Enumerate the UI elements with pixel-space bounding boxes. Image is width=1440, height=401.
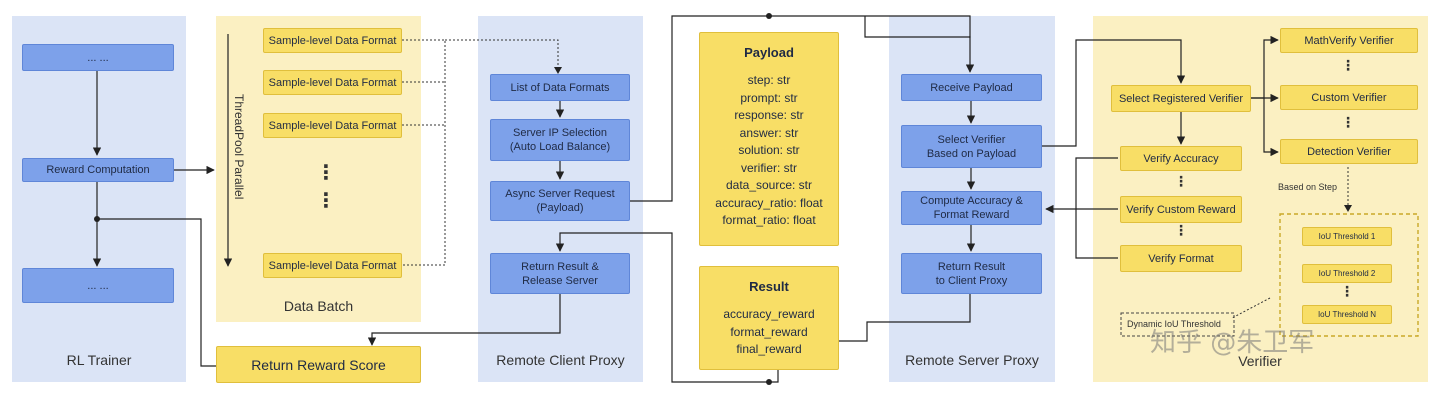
- return-reward-score: Return Reward Score: [216, 346, 421, 383]
- rl-trainer-top-node: ... ...: [22, 44, 174, 71]
- registered-ellipsis-1: ⋮: [1341, 57, 1355, 73]
- client-step-server-ip: Server IP Selection (Auto Load Balance): [490, 119, 630, 161]
- verify-ellipsis-1: ⋮: [1174, 173, 1188, 189]
- data-batch-ellipsis: ⋮: [316, 162, 336, 184]
- dynamic-iou-threshold-label: Dynamic IoU Threshold: [1127, 319, 1221, 329]
- data-batch-title: Data Batch: [283, 298, 354, 314]
- sample-format-2: Sample-level Data Format: [263, 70, 402, 95]
- client-step-return-release: Return Result & Release Server: [490, 253, 630, 294]
- detection-verifier: Detection Verifier: [1280, 139, 1418, 164]
- verify-format: Verify Format: [1120, 245, 1242, 272]
- payload-field: solution: str: [738, 143, 800, 157]
- data-batch-ellipsis-2: ⋮: [316, 190, 336, 212]
- payload-field: prompt: str: [740, 90, 798, 105]
- verify-ellipsis-2: ⋮: [1174, 222, 1188, 238]
- verify-accuracy: Verify Accuracy: [1120, 146, 1242, 171]
- payload-title: Payload: [744, 45, 794, 60]
- threadpool-parallel-label: ThreadPool Parallel: [232, 94, 246, 200]
- rl-trainer-bottom-node: ... ...: [22, 268, 174, 303]
- payload-field: step: str: [747, 73, 791, 87]
- payload-field: format_ratio: float: [722, 213, 816, 227]
- registered-ellipsis-2: ⋮: [1341, 114, 1355, 130]
- remote-server-proxy-title: Remote Server Proxy: [905, 352, 1039, 368]
- rl-trainer-title: RL Trainer: [66, 352, 132, 368]
- iou-threshold-1: IoU Threshold 1: [1302, 227, 1392, 246]
- payload-field: verifier: str: [740, 160, 797, 175]
- sample-format-1: Sample-level Data Format: [263, 28, 402, 53]
- remote-client-proxy-title: Remote Client Proxy: [496, 352, 625, 368]
- reward-computation-node: Reward Computation: [22, 158, 174, 182]
- zhihu-watermark: 知乎 @朱卫军: [1150, 328, 1315, 358]
- result-fields: accuracy_reward format_reward final_reward: [700, 306, 838, 359]
- verify-custom-reward: Verify Custom Reward: [1120, 196, 1242, 223]
- result-field: accuracy_reward: [723, 307, 815, 321]
- select-registered-verifier: Select Registered Verifier: [1111, 85, 1251, 112]
- server-step-select-verifier: Select Verifier Based on Payload: [901, 125, 1042, 168]
- sample-format-4: Sample-level Data Format: [263, 253, 402, 278]
- threshold-ellipsis: ⋮: [1340, 283, 1354, 299]
- rl-trainer-panel: [12, 16, 186, 382]
- result-field: final_reward: [736, 342, 802, 356]
- payload-fields: step: str prompt: str response: str answer:…: [700, 72, 838, 230]
- based-on-step-label: Based on Step: [1278, 182, 1338, 192]
- server-step-compute-reward: Compute Accuracy & Format Reward: [901, 191, 1042, 225]
- server-step-receive-payload: Receive Payload: [901, 74, 1042, 101]
- result-field: format_reward: [730, 324, 808, 339]
- payload-field: response: str: [734, 108, 804, 122]
- payload-field: accuracy_ratio: float: [715, 195, 823, 210]
- verifier-title: Verifier: [1238, 353, 1282, 369]
- mathverify-verifier: MathVerify Verifier: [1280, 28, 1418, 53]
- result-title: Result: [749, 279, 789, 294]
- payload-box: Payload step: str prompt: str response: st…: [699, 32, 839, 246]
- payload-field: data_source: str: [725, 178, 813, 192]
- server-step-return-result: Return Result to Client Proxy: [901, 253, 1042, 294]
- sample-format-3: Sample-level Data Format: [263, 113, 402, 138]
- client-step-list-formats: List of Data Formats: [490, 74, 630, 101]
- payload-field: answer: str: [739, 125, 799, 140]
- iou-threshold-n: IoU Threshold N: [1302, 305, 1392, 324]
- custom-verifier: Custom Verifier: [1280, 85, 1418, 110]
- client-step-async-request: Async Server Request (Payload): [490, 181, 630, 221]
- iou-threshold-2: IoU Threshold 2: [1302, 264, 1392, 283]
